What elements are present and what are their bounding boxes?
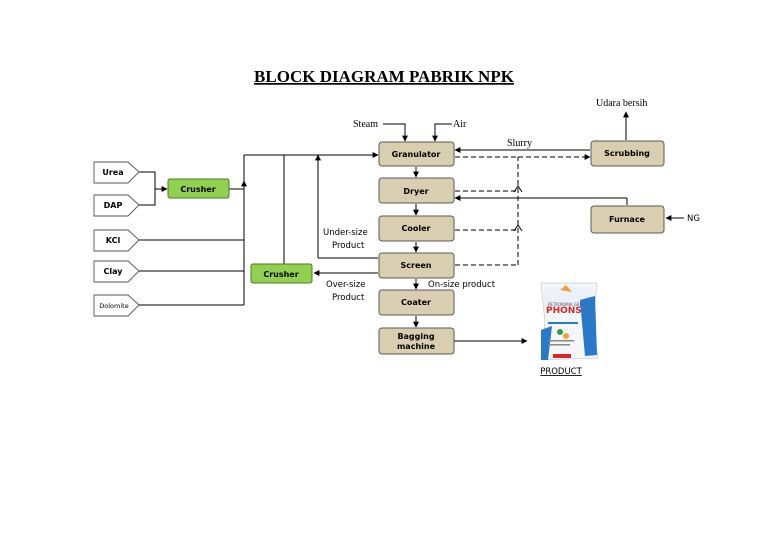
coater-box: Coater (378, 289, 455, 316)
under-size-label-2: Product (332, 241, 365, 251)
screen-box: Screen (378, 252, 455, 279)
svg-text:Granulator: Granulator (392, 150, 441, 159)
scrubbing-box: Scrubbing (590, 140, 665, 167)
furnace-box: Furnace (590, 205, 665, 234)
bagging-machine-box: Bagging machine (378, 327, 455, 355)
svg-text:Dolomite: Dolomite (99, 302, 128, 310)
input-urea: Urea (93, 161, 140, 184)
crusher-bottom-box: Crusher (250, 263, 313, 284)
svg-text:KCl: KCl (106, 236, 121, 245)
input-clay: Clay (93, 260, 140, 283)
air-label: Air (453, 119, 467, 130)
svg-text:PETROKIMIA GRESIK: PETROKIMIA GRESIK (548, 302, 589, 307)
svg-text:DAP: DAP (104, 201, 123, 210)
svg-text:Furnace: Furnace (609, 215, 646, 224)
crusher-top-box: Crusher (167, 178, 230, 199)
input-dolomite: Dolomite (93, 294, 140, 317)
svg-text:Clay: Clay (104, 267, 124, 276)
svg-text:Cooler: Cooler (402, 224, 431, 233)
connectors (139, 111, 684, 344)
svg-text:Dryer: Dryer (403, 187, 428, 196)
granulator-box: Granulator (378, 141, 455, 167)
svg-text:machine: machine (397, 342, 436, 351)
steam-label: Steam (353, 119, 378, 130)
input-dap: DAP (93, 194, 140, 217)
svg-text:Crusher: Crusher (180, 185, 215, 194)
svg-text:Screen: Screen (401, 261, 432, 270)
dryer-box: Dryer (378, 177, 455, 204)
cooler-box: Cooler (378, 215, 455, 242)
on-size-label: On-size product (428, 280, 496, 290)
svg-text:PHONSKA: PHONSKA (546, 306, 596, 316)
slurry-label: Slurry (507, 138, 532, 149)
over-size-label-1: Over-size (326, 280, 365, 290)
svg-text:Bagging: Bagging (397, 332, 434, 341)
input-kcl: KCl (93, 229, 140, 252)
udara-bersih-label: Udara bersih (596, 98, 647, 109)
under-size-label-1: Under-size (323, 228, 368, 238)
ng-label: NG (687, 214, 700, 224)
svg-text:Scrubbing: Scrubbing (604, 149, 650, 158)
svg-text:Crusher: Crusher (263, 270, 298, 279)
fertilizer-bag-image: PHONSKA PETROKIMIA GRESIK (540, 282, 599, 361)
diagram-title: BLOCK DIAGRAM PABRIK NPK (254, 67, 515, 86)
svg-text:Coater: Coater (401, 298, 431, 307)
over-size-label-2: Product (332, 293, 365, 303)
svg-text:Urea: Urea (102, 168, 123, 177)
product-label: PRODUCT (540, 367, 582, 377)
